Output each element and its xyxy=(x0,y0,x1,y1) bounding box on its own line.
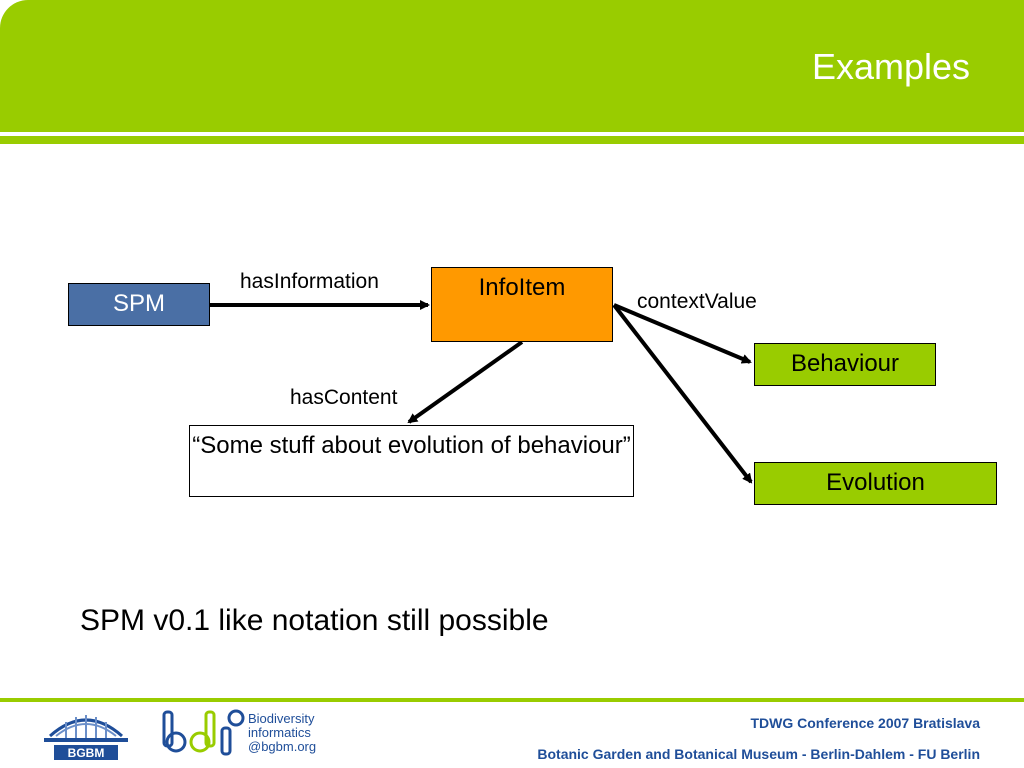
label-has-information: hasInformation xyxy=(240,270,379,293)
header-divider xyxy=(0,132,1024,136)
slide-title: Examples xyxy=(811,46,970,87)
slide-header: Examples xyxy=(0,0,1024,132)
label-context-value: contextValue xyxy=(637,290,757,313)
bgbm-logo-text: BGBM xyxy=(68,746,105,760)
slide-note: SPM v0.1 like notation still possible xyxy=(80,604,549,637)
node-infoitem: InfoItem xyxy=(431,267,613,342)
bdi-logo-text: Biodiversity informatics @bgbm.org xyxy=(248,712,316,754)
bdi-logo xyxy=(162,709,245,756)
header-stripe xyxy=(0,136,1024,144)
bgbm-logo: BGBM xyxy=(44,715,128,760)
bdi-line-3: @bgbm.org xyxy=(248,739,317,754)
footer-institution: Botanic Garden and Botanical Museum - Be… xyxy=(537,746,980,762)
node-spm: SPM xyxy=(68,283,210,326)
edge-has-content xyxy=(407,340,524,424)
edge-context-value-behaviour xyxy=(613,303,752,364)
bdi-line-2: informatics xyxy=(248,725,311,740)
bdi-line-1: Biodiversity xyxy=(248,711,315,726)
node-content: “Some stuff about evolution of behaviour… xyxy=(189,425,634,497)
label-has-content: hasContent xyxy=(290,386,398,409)
footer-divider xyxy=(0,698,1024,702)
node-behaviour: Behaviour xyxy=(754,343,936,386)
footer-conference: TDWG Conference 2007 Bratislava xyxy=(750,715,980,731)
node-evolution: Evolution xyxy=(754,462,997,505)
edge-context-value-evolution xyxy=(612,303,753,484)
